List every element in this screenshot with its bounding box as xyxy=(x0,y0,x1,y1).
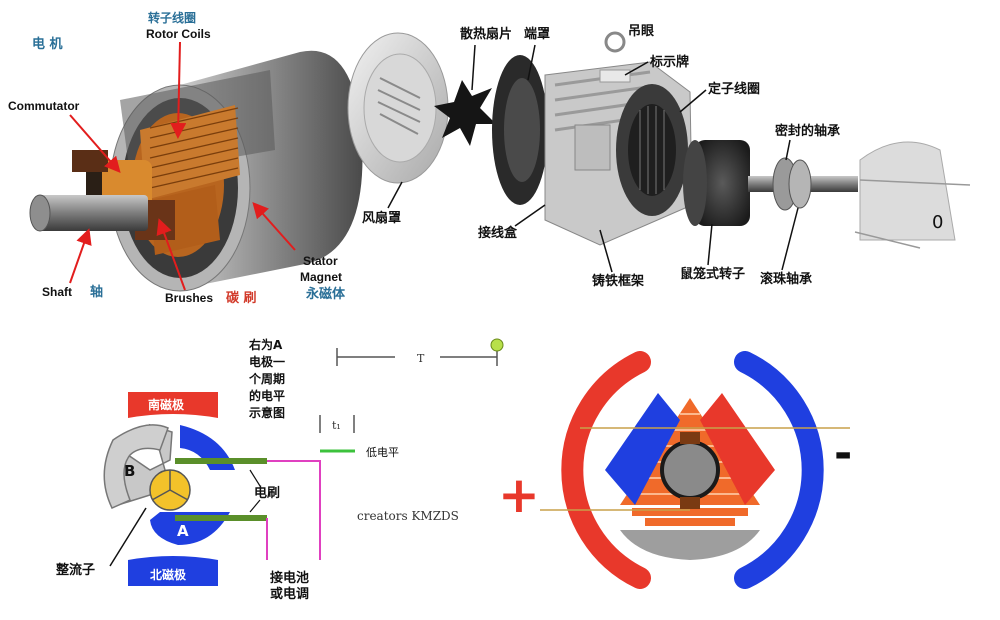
magnet-arc-blue xyxy=(734,351,824,589)
fan-blade-line xyxy=(471,44,476,91)
stator-coil-label: 定子线圈 xyxy=(707,81,760,97)
commutator-schematic xyxy=(103,392,321,586)
brush-label: 电刷 xyxy=(254,485,280,501)
north-pole-label: 北磁极 xyxy=(150,567,187,582)
coil-blue-side xyxy=(605,393,680,505)
rotor-center xyxy=(660,440,720,500)
ball-bearing-line xyxy=(781,207,799,271)
dc-motor-cutaway xyxy=(29,50,363,292)
minus-sign: - xyxy=(834,428,852,479)
junction-box-line xyxy=(514,204,546,227)
squirrel-rotor-part xyxy=(683,140,858,226)
desc-text-block: 右为A 电极一 个周期 的电平 示意图 xyxy=(248,337,285,420)
cast-frame-label: 铸铁框架 xyxy=(592,273,644,289)
ac-motor-exploded: 0 xyxy=(347,31,971,249)
coil-red-side xyxy=(700,393,775,505)
brush-top-block xyxy=(680,432,700,444)
rotor-coils-en-label: Rotor Coils xyxy=(146,27,211,41)
stator-coil-line xyxy=(679,89,707,113)
brush-bottom-block xyxy=(680,497,700,509)
desc-line-5: 示意图 xyxy=(248,405,285,420)
brushes-arrow xyxy=(156,218,186,291)
battery-label-1: 接电池 xyxy=(270,570,309,586)
end-cap-line xyxy=(527,44,536,81)
lifting-eye-label: 吊眼 xyxy=(628,24,655,39)
shaft-cn-label: 轴 xyxy=(90,284,103,300)
wire-top xyxy=(267,460,321,560)
stator-en-label-1: Stator xyxy=(303,254,338,268)
desc-line-4: 的电平 xyxy=(249,388,285,403)
shaft-end xyxy=(29,194,51,232)
ball-bearing-shape xyxy=(788,159,812,209)
north-pole-shape xyxy=(128,556,218,586)
desc-line-2: 电极一 xyxy=(249,354,285,369)
ball-bearing-label: 滚珠轴承 xyxy=(760,271,812,287)
period-label: T xyxy=(417,352,425,365)
brushes-cn-label: 碳 刷 xyxy=(226,290,257,306)
end-bracket-part xyxy=(859,141,956,241)
pole-a-label: A xyxy=(177,522,189,540)
tie-rod-lower xyxy=(854,231,921,249)
junction-box-label: 接线盒 xyxy=(478,225,518,241)
period-waveform xyxy=(319,338,504,453)
brushes-en-label: Brushes xyxy=(165,291,213,305)
stator-arrow xyxy=(252,202,296,251)
creator-credit: creators KMZDS xyxy=(357,509,459,523)
end-cap-label: 端罩 xyxy=(524,26,550,42)
stator-cn-label: 永磁体 xyxy=(305,286,346,302)
commutator-label: 整流子 xyxy=(55,562,95,578)
rotor-coils-arrow xyxy=(170,41,187,139)
commutator-arrow xyxy=(69,114,121,174)
commutator-pointer xyxy=(109,507,147,567)
brush-top-bar xyxy=(175,458,267,464)
desc-line-3: 个周期 xyxy=(248,371,285,386)
plus-sign: + xyxy=(498,466,540,524)
rotor-coils-cn-label: 转子线圈 xyxy=(148,10,196,25)
desc-line-1: 右为A xyxy=(248,337,283,352)
junction-box-shape xyxy=(574,124,611,171)
squirrel-rotor-label: 鼠笼式转子 xyxy=(680,266,745,282)
motor-shaft xyxy=(38,195,148,231)
bottom-gray-segment xyxy=(620,530,760,560)
magnet-arc-red xyxy=(561,351,651,589)
fan-blade-part xyxy=(434,80,496,146)
cast-frame-line xyxy=(599,229,613,273)
south-pole-label: 南磁极 xyxy=(148,397,185,412)
fan-cover-part xyxy=(347,32,449,184)
stator-en-label-2: Magnet xyxy=(300,270,342,284)
brush-bottom-bar xyxy=(175,515,267,521)
brushed-motor-diagram xyxy=(540,351,850,589)
brush-top xyxy=(72,150,108,172)
south-pole-shape xyxy=(128,392,218,418)
commutator-en-label: Commutator xyxy=(8,99,80,113)
rotor-arm-b xyxy=(103,424,169,509)
low-level-label: 低电平 xyxy=(366,446,399,459)
tie-rod xyxy=(859,179,971,186)
motor-frame-part xyxy=(544,31,693,246)
fan-cover-label: 风扇罩 xyxy=(362,210,401,226)
fan-blade-label: 散热扇片 xyxy=(460,26,512,42)
squirrel-rotor-line xyxy=(707,223,713,266)
shaft-arrow xyxy=(69,228,92,284)
battery-label-2: 或电调 xyxy=(270,586,309,602)
lifting-eye-shape xyxy=(604,31,626,53)
t1-label: t₁ xyxy=(332,419,341,432)
end-cap-inner xyxy=(504,78,540,182)
nameplate-label: 标示牌 xyxy=(649,54,689,70)
shaft-en-label: Shaft xyxy=(42,285,72,299)
period-marker-dot xyxy=(490,338,504,352)
sealed-bearing-label: 密封的轴承 xyxy=(774,123,840,139)
nameplate-shape xyxy=(599,69,631,83)
sealed-bearing-line xyxy=(785,139,791,161)
fan-cover-line xyxy=(387,181,403,209)
end-bracket-glyph: 0 xyxy=(932,212,943,233)
motor-title-cn: 电 机 xyxy=(32,36,63,52)
pole-b-label: B xyxy=(124,462,135,480)
nameplate-line xyxy=(624,61,649,76)
